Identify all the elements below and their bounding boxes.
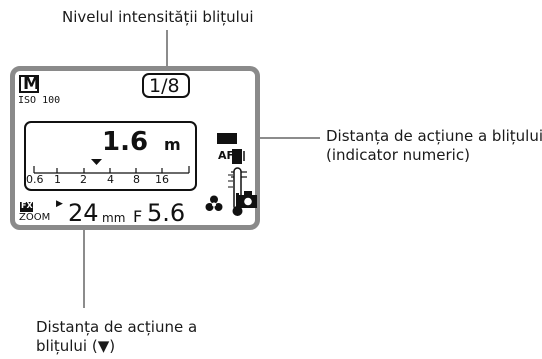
callout-distance-numeric-line2: (indicator numeric)	[326, 146, 470, 164]
scale-label-0: 0.6	[26, 173, 44, 186]
af-label: AF	[218, 149, 235, 162]
scale-label-4: 8	[133, 173, 140, 186]
iso-label: ISO 100	[18, 95, 61, 106]
distance-box: 1.6 m 0.6 1 2 4 8 16	[24, 121, 197, 191]
zoom-label: ZOOM	[19, 212, 51, 223]
camera-icon	[239, 191, 257, 208]
mode-indicator: M	[19, 74, 40, 94]
distance-scale	[33, 159, 190, 174]
distance-value: 1.6	[102, 127, 149, 157]
fan-hub	[212, 202, 216, 207]
scale-label-2: 2	[80, 173, 87, 186]
fx-label: FX	[21, 201, 33, 210]
zoom-unit: mm	[102, 211, 126, 225]
power-level-value: 1/8	[149, 75, 180, 97]
callout-distance-numeric-line1: Distanța de acțiune a blițului	[326, 127, 542, 145]
fan-blade-1	[210, 195, 218, 204]
flash-lcd-panel: M ISO 100 1/8 1.6 m 0.6 1 2 4 8 16	[10, 66, 260, 230]
callout-distance-marker-line2: blițului (▼)	[36, 337, 116, 355]
callout-distance-marker-line1: Distanța de acțiune a	[36, 318, 198, 336]
fan-blade-3	[214, 203, 223, 211]
aperture-value: 5.6	[147, 199, 186, 227]
aperture-prefix: F	[133, 207, 143, 226]
zoom-value: 24	[68, 199, 99, 227]
zoom-arrow-icon: ▶	[56, 199, 63, 209]
scale-label-5: 16	[155, 173, 169, 186]
scale-label-3: 4	[107, 173, 114, 186]
thermometer-fill	[236, 193, 239, 207]
thermometer-bulb	[232, 206, 243, 216]
fx-badge: FX	[20, 201, 33, 212]
power-level-box: 1/8	[142, 73, 190, 98]
callout-power-level: Nivelul intensității blițului	[62, 8, 254, 26]
flash-head-block	[217, 133, 237, 144]
scale-label-1: 1	[54, 173, 61, 186]
distance-marker-triangle	[91, 159, 102, 165]
af-reflector-bar-1	[232, 149, 242, 164]
fan-icon	[205, 195, 223, 211]
distance-unit: m	[164, 135, 181, 154]
camera-top	[244, 191, 252, 196]
fan-blade-2	[205, 203, 214, 211]
camera-lens	[244, 197, 252, 206]
mode-label: M	[23, 74, 40, 94]
